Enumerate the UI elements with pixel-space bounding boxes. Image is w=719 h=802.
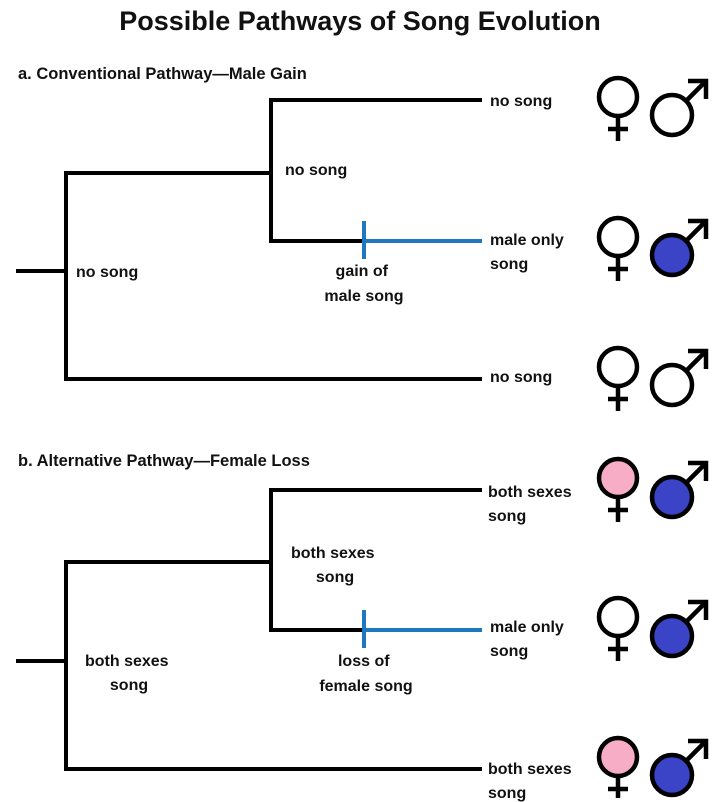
- label-line: song: [316, 569, 354, 586]
- label-line: song: [110, 677, 148, 694]
- female-symbol-icon: [596, 345, 640, 411]
- label-line: no song: [285, 162, 347, 179]
- label-line: no song: [76, 264, 138, 281]
- panel-b-tip-2-label: male only song: [490, 619, 568, 660]
- female-symbol-icon: [596, 595, 640, 661]
- label-line: male only: [490, 232, 564, 249]
- label-line: female song: [319, 678, 412, 695]
- panel-b-root-label: both sexes song: [85, 653, 173, 694]
- label-line: no song: [490, 93, 552, 110]
- male-symbol-icon: [649, 738, 709, 798]
- label-line: song: [490, 256, 528, 273]
- panel-a-tree: [16, 98, 482, 381]
- panel-b-tree: [16, 488, 482, 771]
- female-symbol-icon: [596, 75, 640, 141]
- label-line: both sexes: [488, 761, 572, 778]
- male-symbol-icon: [649, 460, 709, 520]
- panel-a-inner-node-label: no song: [285, 162, 347, 179]
- panel-b: b. Alternative Pathway—Female Loss both …: [16, 452, 709, 802]
- panel-b-tip-1-label: both sexes song: [488, 484, 576, 525]
- label-line: song: [490, 643, 528, 660]
- panel-a: a. Conventional Pathway—Male Gain no son…: [16, 65, 709, 411]
- label-line: gain of: [336, 263, 389, 280]
- label-line: no song: [490, 369, 552, 386]
- male-symbol-icon: [649, 78, 709, 138]
- label-line: both sexes: [488, 484, 572, 501]
- panel-b-title: b. Alternative Pathway—Female Loss: [18, 452, 310, 470]
- panel-a-tip-1-label: no song: [490, 93, 552, 110]
- panel-a-change-label: gain of male song: [324, 263, 403, 305]
- panel-b-change-label: loss of female song: [319, 653, 412, 695]
- panel-b-tip-3-label: both sexes song: [488, 761, 576, 802]
- label-line: male song: [324, 288, 403, 305]
- label-line: both sexes: [85, 653, 169, 670]
- male-symbol-icon: [649, 218, 709, 278]
- panel-a-tip-2-label: male only song: [490, 232, 568, 273]
- label-line: loss of: [338, 653, 390, 670]
- male-symbol-icon: [649, 348, 709, 408]
- label-line: song: [488, 785, 526, 802]
- label-line: both sexes: [291, 545, 375, 562]
- panel-a-root-label: no song: [76, 264, 138, 281]
- female-symbol-icon: [596, 456, 640, 522]
- label-line: male only: [490, 619, 564, 636]
- panel-a-tip-3-label: no song: [490, 369, 552, 386]
- diagram-title: Possible Pathways of Song Evolution: [119, 6, 601, 36]
- label-line: song: [488, 508, 526, 525]
- panel-a-title: a. Conventional Pathway—Male Gain: [18, 65, 307, 83]
- panel-b-inner-node-label: both sexes song: [291, 545, 379, 586]
- female-symbol-icon: [596, 735, 640, 798]
- female-symbol-icon: [596, 215, 640, 281]
- male-symbol-icon: [649, 599, 709, 659]
